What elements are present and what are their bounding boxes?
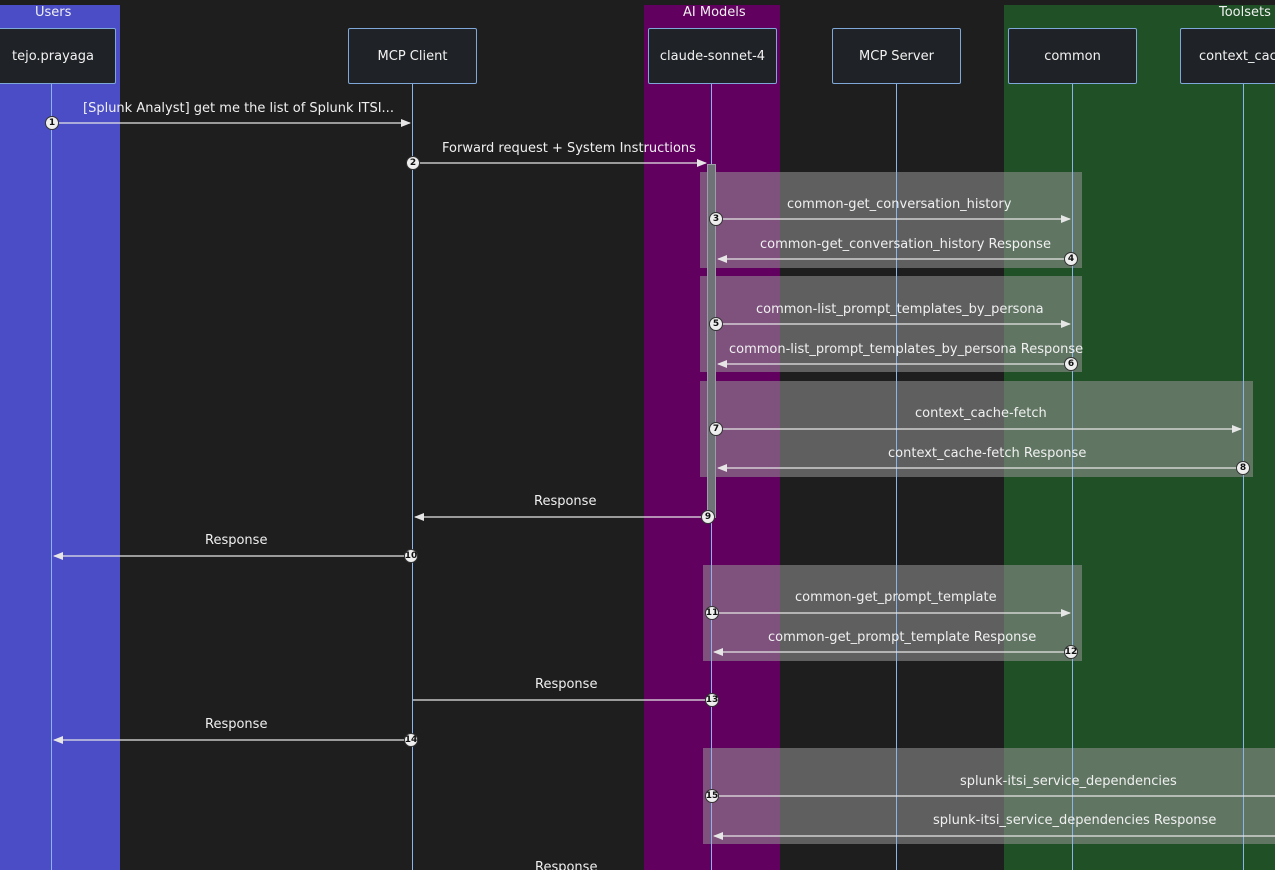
rect-region (700, 172, 1082, 268)
sequence-number: 9 (701, 510, 715, 524)
message-label: common-get_conversation_history (787, 197, 1012, 212)
sequence-number: 7 (709, 422, 723, 436)
sequence-number: 13 (705, 693, 719, 707)
message-label: Response (534, 494, 597, 509)
ai-models-group-label: AI Models (683, 5, 746, 20)
message-label: common-list_prompt_templates_by_persona (756, 302, 1044, 317)
participant-mcp-server: MCP Server (832, 28, 961, 84)
participant-common: common (1008, 28, 1137, 84)
sequence-number: 12 (1064, 645, 1078, 659)
lifeline-mcp-client (412, 84, 413, 870)
sequence-number: 3 (709, 212, 723, 226)
sequence-number: 15 (705, 789, 719, 803)
participant-mcp-client: MCP Client (348, 28, 477, 84)
participant-user: tejo.prayaga (0, 28, 116, 84)
sequence-number: 10 (404, 549, 418, 563)
message-label: Response (535, 860, 598, 870)
message-label: common-get_prompt_template (795, 590, 997, 605)
sequence-number: 1 (45, 116, 59, 130)
sequence-number: 6 (1064, 357, 1078, 371)
lifeline-mcp-server (896, 84, 897, 870)
sequence-number: 8 (1236, 461, 1250, 475)
message-label: splunk-itsi_service_dependencies Respons… (933, 813, 1217, 828)
message-label: common-list_prompt_templates_by_persona … (729, 342, 1084, 357)
message-label: Response (205, 717, 268, 732)
sequence-number: 2 (406, 156, 420, 170)
sequence-number: 5 (709, 317, 723, 331)
toolsets-group-label: Toolsets (1219, 5, 1271, 20)
users-group (0, 5, 120, 870)
lifeline-user (51, 84, 52, 870)
message-label: context_cache-fetch (915, 406, 1047, 421)
message-label: Forward request + System Instructions (442, 141, 696, 156)
participant-context-cache: context_cac (1180, 28, 1275, 84)
message-label: [Splunk Analyst] get me the list of Splu… (83, 101, 394, 116)
lifeline-context-cache (1243, 84, 1244, 870)
message-label: common-get_conversation_history Response (760, 237, 1051, 252)
message-label: common-get_prompt_template Response (768, 630, 1037, 645)
sequence-number: 11 (705, 606, 719, 620)
sequence-number: 14 (404, 733, 418, 747)
message-label: context_cache-fetch Response (888, 446, 1087, 461)
message-label: splunk-itsi_service_dependencies (960, 774, 1177, 789)
sequence-number: 4 (1064, 252, 1078, 266)
lifeline-common (1072, 84, 1073, 870)
participant-model: claude-sonnet-4 (648, 28, 777, 84)
users-group-label: Users (35, 5, 72, 20)
message-label: Response (205, 533, 268, 548)
message-label: Response (535, 677, 598, 692)
